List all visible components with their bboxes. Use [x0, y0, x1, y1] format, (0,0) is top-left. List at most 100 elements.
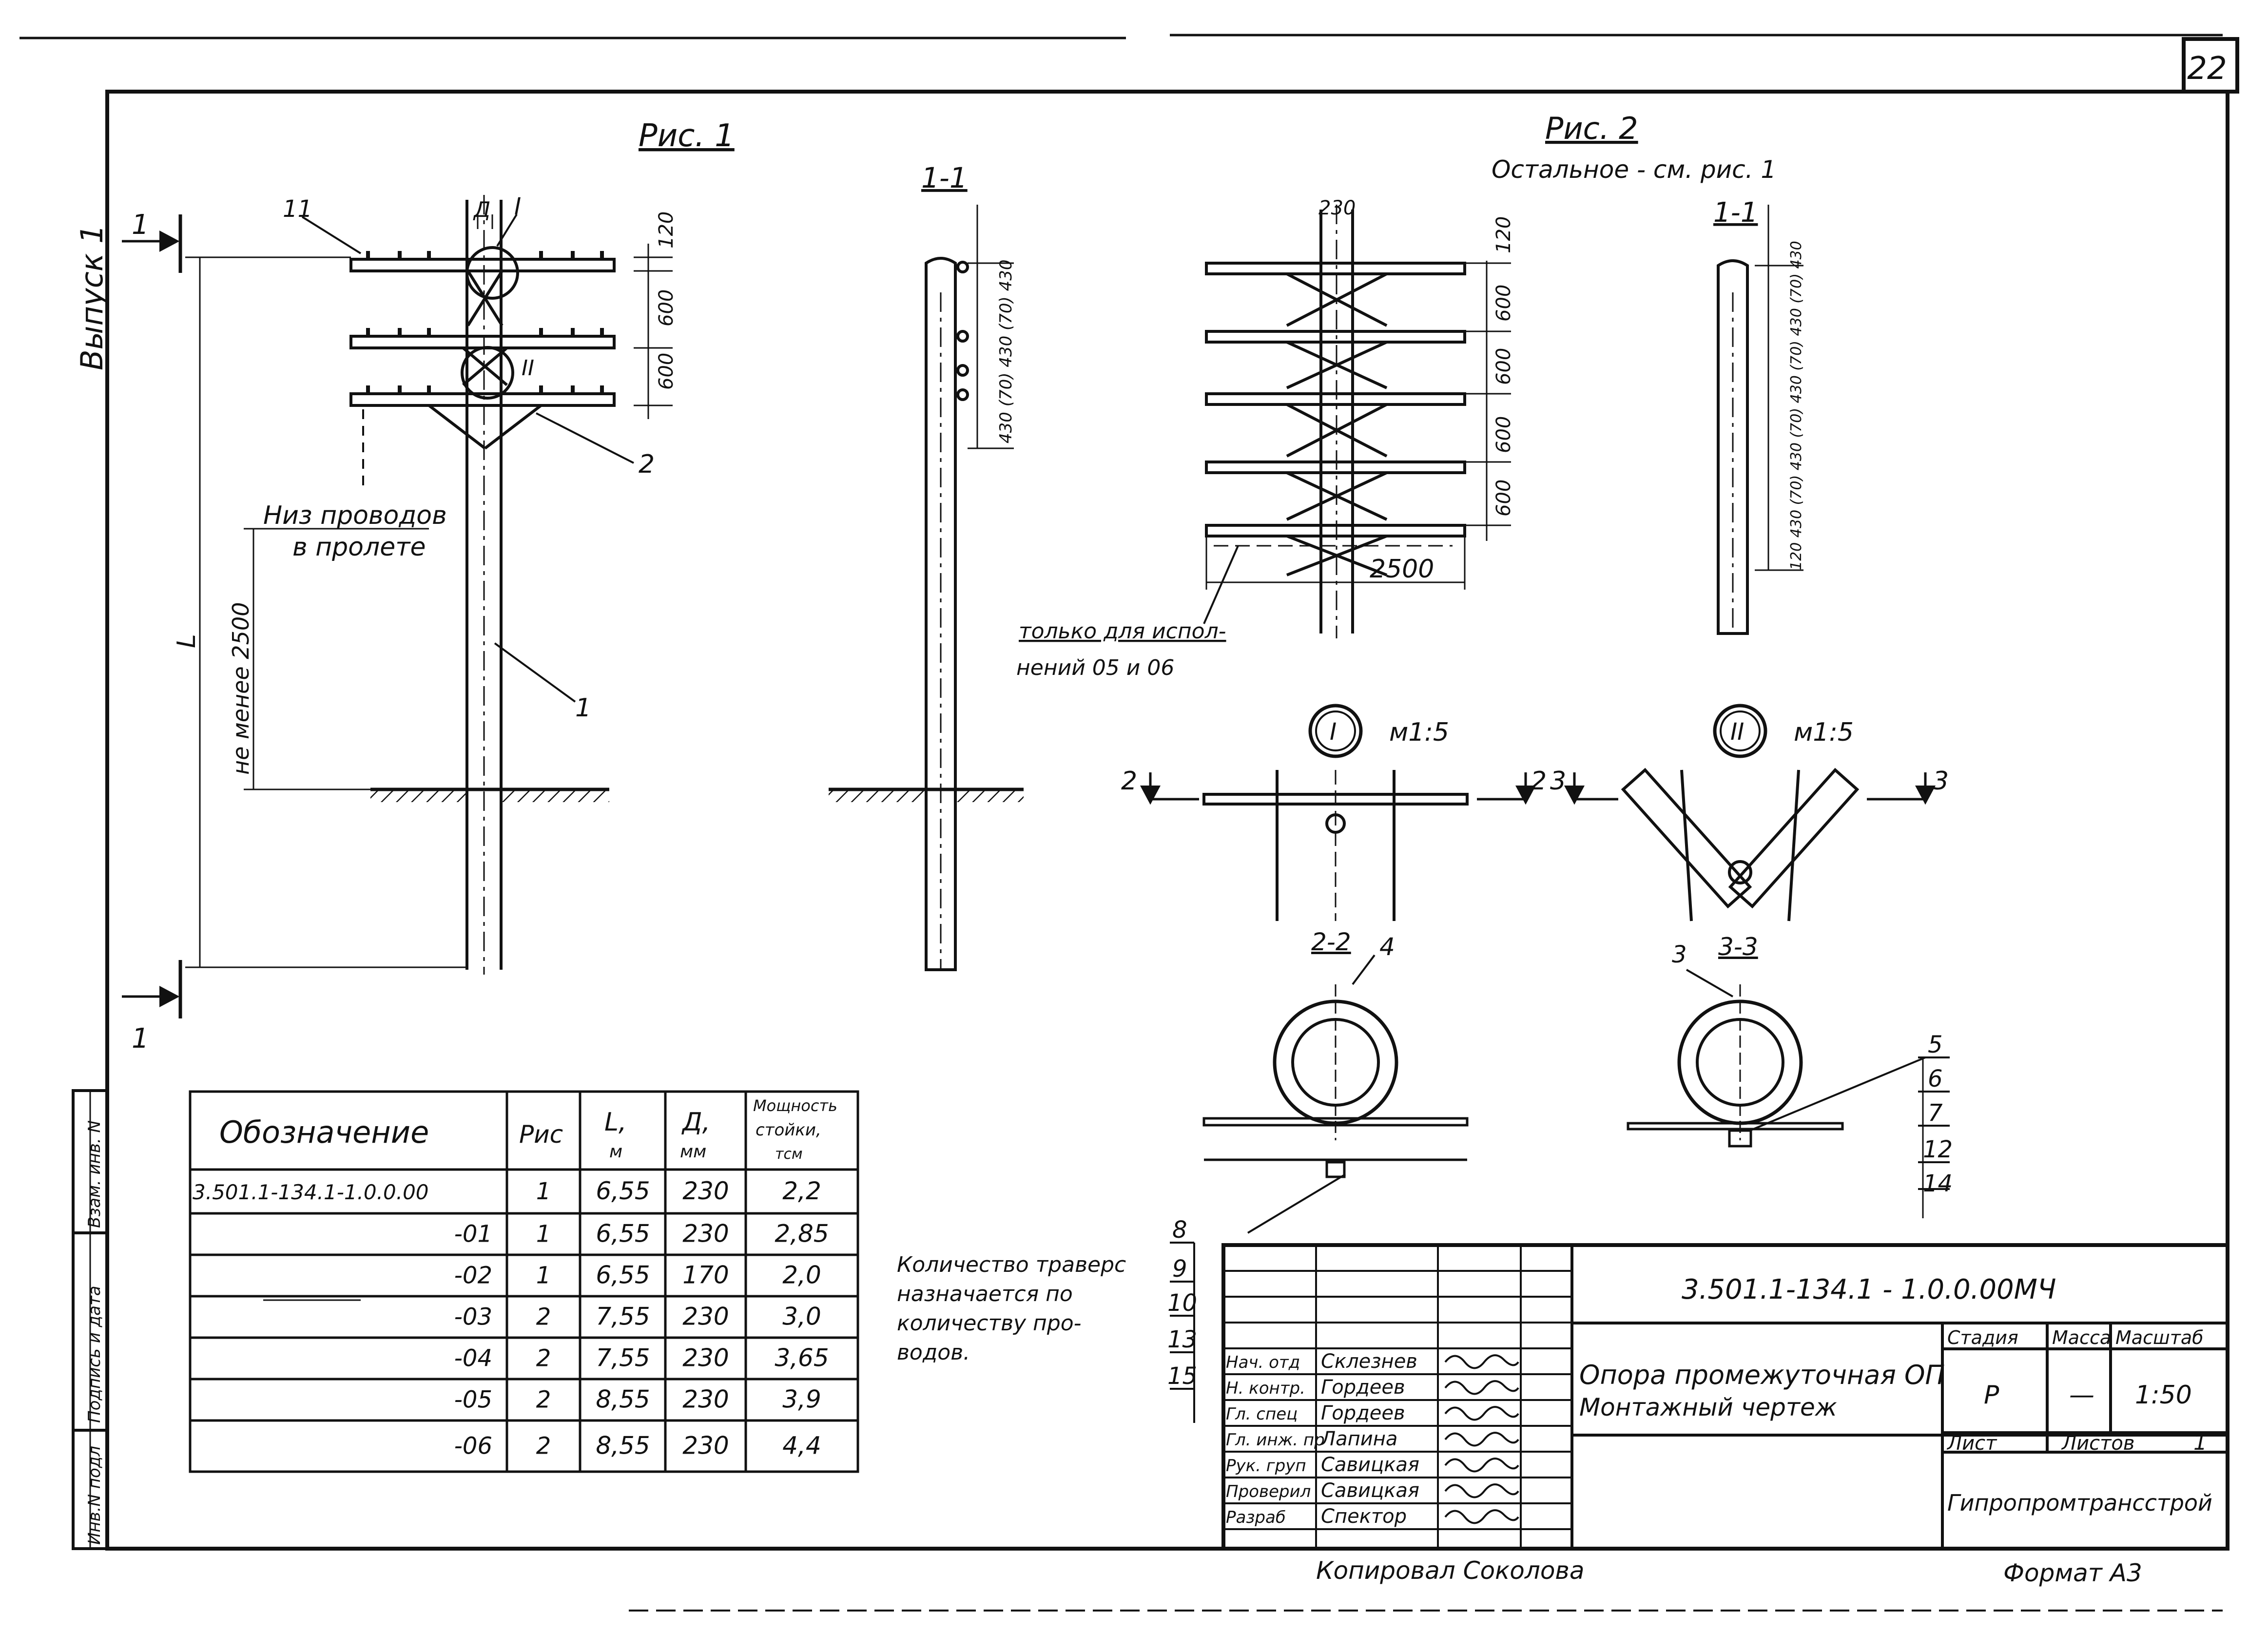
- fig2-dim-3: 600: [1493, 416, 1515, 453]
- items-right-boxes: [1918, 1056, 1950, 1190]
- figure2-title: Рис. 2: [1545, 111, 1638, 146]
- table-cell-D: 230: [682, 1344, 729, 1372]
- fig2-note-1: только для испол-: [1019, 619, 1226, 644]
- table-cell-D: 230: [682, 1177, 729, 1205]
- th-power-1: Мощность: [753, 1096, 837, 1115]
- staff-name: Савицкая: [1321, 1479, 1419, 1502]
- th-power-2: стойки,: [756, 1120, 821, 1140]
- staff-name: Савицкая: [1321, 1454, 1419, 1476]
- dim-600a: 600: [655, 289, 678, 326]
- figure2-width-dim: 230: [1318, 197, 1356, 219]
- staff-role: Гл. спец: [1226, 1404, 1298, 1424]
- detail-II-cut-left: 3: [1550, 767, 1566, 796]
- table-cell-L: 6,55: [596, 1220, 650, 1248]
- doc-name-1: Опора промежуточная ОП: [1579, 1360, 1945, 1390]
- staff-name: Гордеев: [1321, 1402, 1405, 1424]
- figure2-section: [1717, 205, 1803, 635]
- cut-mark-top: 1: [132, 209, 149, 241]
- detail-II-cut-right: 3: [1933, 767, 1949, 796]
- item-right-1: 6: [1928, 1065, 1943, 1093]
- wires-label-2: в пролете: [292, 533, 426, 562]
- staff-name: Склезнев: [1321, 1350, 1417, 1373]
- wires-label-1: Низ проводов: [263, 501, 447, 530]
- figure1-title: Рис. 1: [639, 118, 735, 154]
- staff-name: Спектор: [1321, 1505, 1407, 1528]
- fig2-dim-2: 600: [1493, 348, 1515, 385]
- figure1-section-title: 1-1: [921, 161, 968, 194]
- note-line-3: количеству про-: [897, 1311, 1082, 1336]
- item-left-4: 15: [1167, 1362, 1197, 1390]
- figure1-section: [829, 205, 1024, 971]
- detail-II-scale: м1:5: [1794, 718, 1854, 747]
- th-designation: Обозначение: [219, 1114, 429, 1150]
- table-cell-D: 230: [682, 1220, 729, 1248]
- section-3-3-title: 3-3: [1718, 933, 1758, 961]
- table-cell-L: 7,55: [596, 1344, 650, 1372]
- table-cell-D: 230: [682, 1432, 729, 1460]
- detail-I: [1140, 704, 1536, 921]
- section-3-3-callout: 3: [1672, 941, 1687, 968]
- designation-table-grid: [189, 1090, 859, 1473]
- length-label: L: [172, 634, 201, 648]
- table-cell-L: 8,55: [596, 1385, 650, 1414]
- staff-role: Разраб: [1226, 1508, 1286, 1527]
- table-cell-D: 170: [682, 1261, 729, 1289]
- table-cell-power: 3,65: [775, 1344, 829, 1372]
- callout-D: Д: [473, 197, 490, 222]
- table-cell-L: 6,55: [596, 1177, 650, 1205]
- scale-header: Масштаб: [2115, 1327, 2204, 1348]
- format-label: Формат А3: [2003, 1559, 2142, 1587]
- inner-frame: [105, 90, 2229, 1551]
- table-cell-designation: -03: [454, 1304, 492, 1331]
- item-right-4: 14: [1923, 1170, 1953, 1197]
- cut-mark-bottom: 1: [132, 1023, 149, 1055]
- figure1-pole: [122, 195, 673, 1018]
- section-3-3: [1627, 969, 1926, 1218]
- fig2-dim-0: 120: [1493, 216, 1515, 253]
- items-left-boxes: [1170, 1242, 1195, 1423]
- detail-II-mark: II: [1730, 718, 1744, 746]
- table-cell-designation: 3.501.1-134.1-1.0.0.00: [193, 1180, 429, 1204]
- fig2-note-2: нений 05 и 06: [1016, 655, 1174, 680]
- staff-signature: [1444, 1483, 1519, 1498]
- item-right-3: 12: [1923, 1136, 1953, 1163]
- stamp-replace-inv: Взам. инв. N: [85, 1120, 104, 1228]
- note-line-1: Количество траверс: [897, 1252, 1126, 1277]
- issue-label: Выпуск 1: [74, 225, 110, 370]
- copied-by: Копировал Соколова: [1316, 1556, 1585, 1585]
- table-cell-power: 3,9: [782, 1385, 821, 1414]
- item-right-2: 7: [1928, 1099, 1943, 1127]
- stamp-signature-date: Подпись и дата: [85, 1286, 104, 1423]
- table-cell-D: 230: [682, 1303, 729, 1331]
- staff-signature: [1444, 1354, 1519, 1369]
- staff-signature: [1444, 1509, 1519, 1524]
- sheets-header: Листов: [2061, 1432, 2134, 1455]
- table-cell-power: 3,0: [782, 1303, 821, 1331]
- table-cell-power: 4,4: [782, 1432, 821, 1460]
- callout-11: 11: [283, 195, 312, 223]
- th-L: L,: [604, 1108, 627, 1137]
- table-cell-fig: 2: [536, 1304, 551, 1331]
- mass-value: —: [2069, 1381, 2094, 1410]
- fig2-dim-4: 600: [1493, 480, 1515, 517]
- min-label: не менее 2500: [228, 602, 254, 775]
- callout-I: I: [514, 193, 521, 220]
- item-left-3: 13: [1167, 1326, 1197, 1353]
- table-cell-designation: -02: [454, 1262, 492, 1289]
- note-line-2: назначается по: [897, 1282, 1073, 1306]
- fig2-span-dim: 2500: [1370, 555, 1434, 584]
- sheet-header: Лист: [1946, 1432, 1997, 1455]
- staff-signature: [1444, 1380, 1519, 1395]
- title-block-grid: [1221, 1243, 2229, 1551]
- staff-signature: [1444, 1458, 1519, 1473]
- table-cell-fig: 1: [536, 1221, 551, 1248]
- table-cell-power: 2,0: [782, 1261, 821, 1289]
- organization: Гипропромтрансстрой: [1947, 1490, 2212, 1516]
- staff-signature: [1444, 1406, 1519, 1421]
- detail-I-cut-right: 2: [1531, 767, 1547, 796]
- staff-role: Гл. инж. пр: [1226, 1430, 1325, 1450]
- fig2-sec-dims: 120 430 (70) 430 (70) 430 (70) 430 (70) …: [1788, 241, 1805, 570]
- th-power-3: тсм: [775, 1146, 803, 1163]
- callout-II: II: [522, 356, 534, 381]
